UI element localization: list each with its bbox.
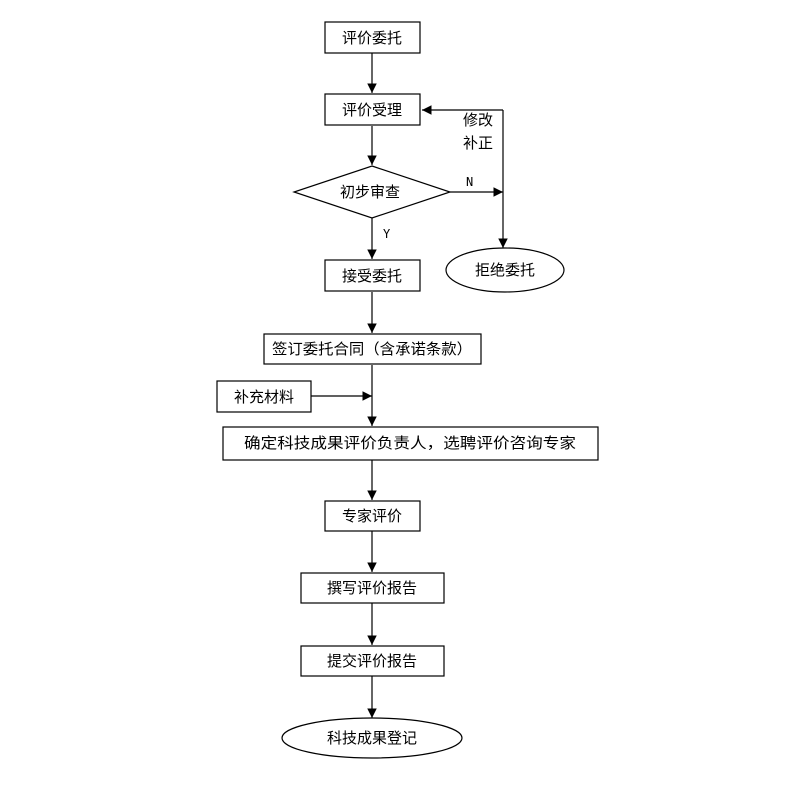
label-write-report: 撰写评价报告: [327, 579, 417, 597]
label-preliminary-review: 初步审查: [340, 183, 400, 201]
label-appoint-experts: 确定科技成果评价负责人，选聘评价咨询专家: [244, 434, 576, 452]
box-commission: [324, 21, 421, 54]
label-commission: 评价委托: [342, 29, 402, 47]
label-accept-commission: 接受委托: [342, 267, 402, 285]
box-accept-commission: [324, 259, 421, 292]
box-expert-evaluation: [324, 500, 421, 532]
label-submit-report: 提交评价报告: [327, 652, 417, 670]
label-acceptance: 评价受理: [342, 101, 402, 119]
label-sign-contract: 签订委托合同（含承诺条款）: [272, 340, 472, 358]
terminal-reject-commission: [445, 247, 565, 293]
label-no: N: [466, 175, 473, 189]
connectors: [311, 53, 508, 718]
label-reject-commission: 拒绝委托: [475, 261, 535, 279]
box-appoint-experts: [222, 426, 599, 461]
label-yes: Y: [383, 227, 391, 241]
label-expert-evaluation: 专家评价: [342, 507, 402, 525]
box-sign-contract: [263, 333, 482, 365]
label-registration: 科技成果登记: [327, 729, 417, 747]
shapes: [216, 21, 599, 759]
node-labels: 评价委托 评价受理 初步审查 接受委托 签订委托合同（含承诺条款） 补充材料 确…: [234, 29, 576, 747]
box-supplement-materials: [216, 380, 312, 413]
label-revise-line1: 修改: [463, 111, 493, 129]
box-submit-report: [300, 645, 445, 677]
label-supplement-materials: 补充材料: [234, 388, 294, 406]
edge-labels: N Y 修改 补正: [383, 111, 493, 241]
box-write-report: [300, 572, 445, 604]
terminal-registration: [281, 717, 463, 759]
decision-preliminary-review: [292, 165, 452, 219]
label-revise-line2: 补正: [463, 134, 493, 152]
box-acceptance: [324, 93, 421, 126]
